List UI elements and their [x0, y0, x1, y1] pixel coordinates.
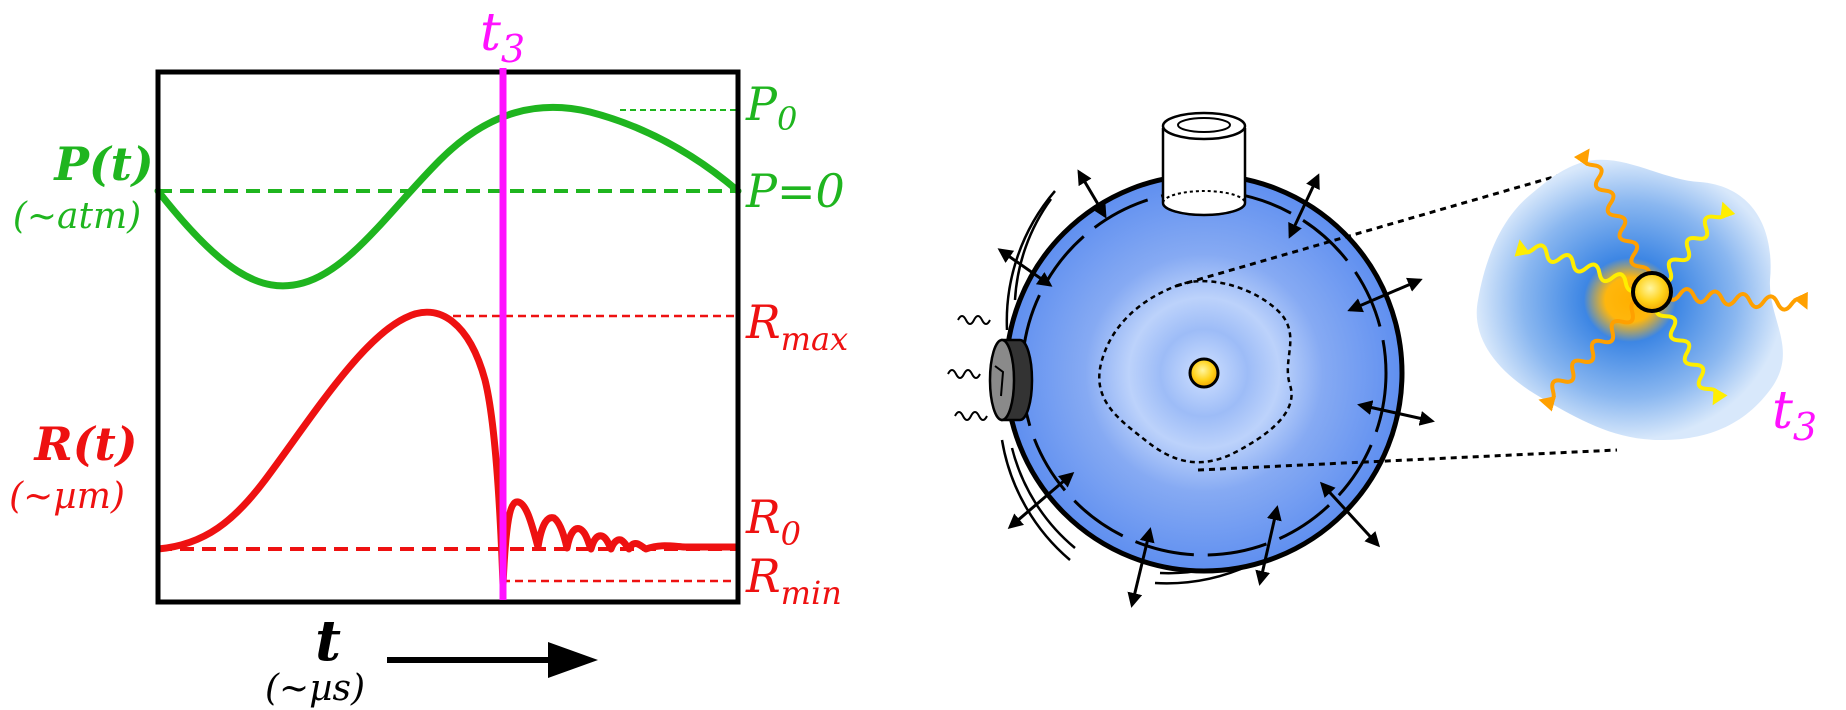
flask-neck-icon [1161, 111, 1247, 217]
acoustic-arrows [997, 169, 1435, 608]
time-graph: t3 P(t) (~atm) R(t) (~µm) P0 P=0 Rmax R0… [9, 3, 848, 709]
zoomed-bubble: t3 [1476, 148, 1817, 449]
time-axis-unit: (~µs) [265, 668, 365, 709]
zoom-line-top [1175, 161, 1603, 288]
p-zero-label: P=0 [745, 164, 845, 218]
zoom-line-bottom [1197, 448, 1618, 472]
rmin-label: Rmin [745, 549, 842, 612]
radius-curve [157, 308, 738, 589]
time-axis-label: t [315, 608, 341, 674]
radius-title: R(t) [32, 417, 137, 471]
r0-label: R0 [745, 490, 801, 553]
pressure-unit: (~atm) [13, 196, 141, 237]
graph-frame [155, 69, 741, 605]
zoom-t3-label: t3 [1772, 381, 1817, 449]
bubble-icon [1188, 357, 1220, 389]
zoomed-bubble-core [1631, 271, 1673, 313]
piezo-transducer-icon [947, 315, 1034, 422]
p0-label: P0 [745, 77, 797, 138]
bubble-region-outline [1098, 279, 1293, 464]
pressure-title: P(t) [52, 137, 153, 191]
time-arrow-head [548, 642, 598, 678]
resonator-flask [947, 111, 1435, 608]
t3-label: t3 [480, 3, 525, 71]
pressure-curve [154, 103, 742, 290]
rmax-label: Rmax [745, 295, 848, 358]
radius-unit: (~µm) [9, 476, 125, 517]
